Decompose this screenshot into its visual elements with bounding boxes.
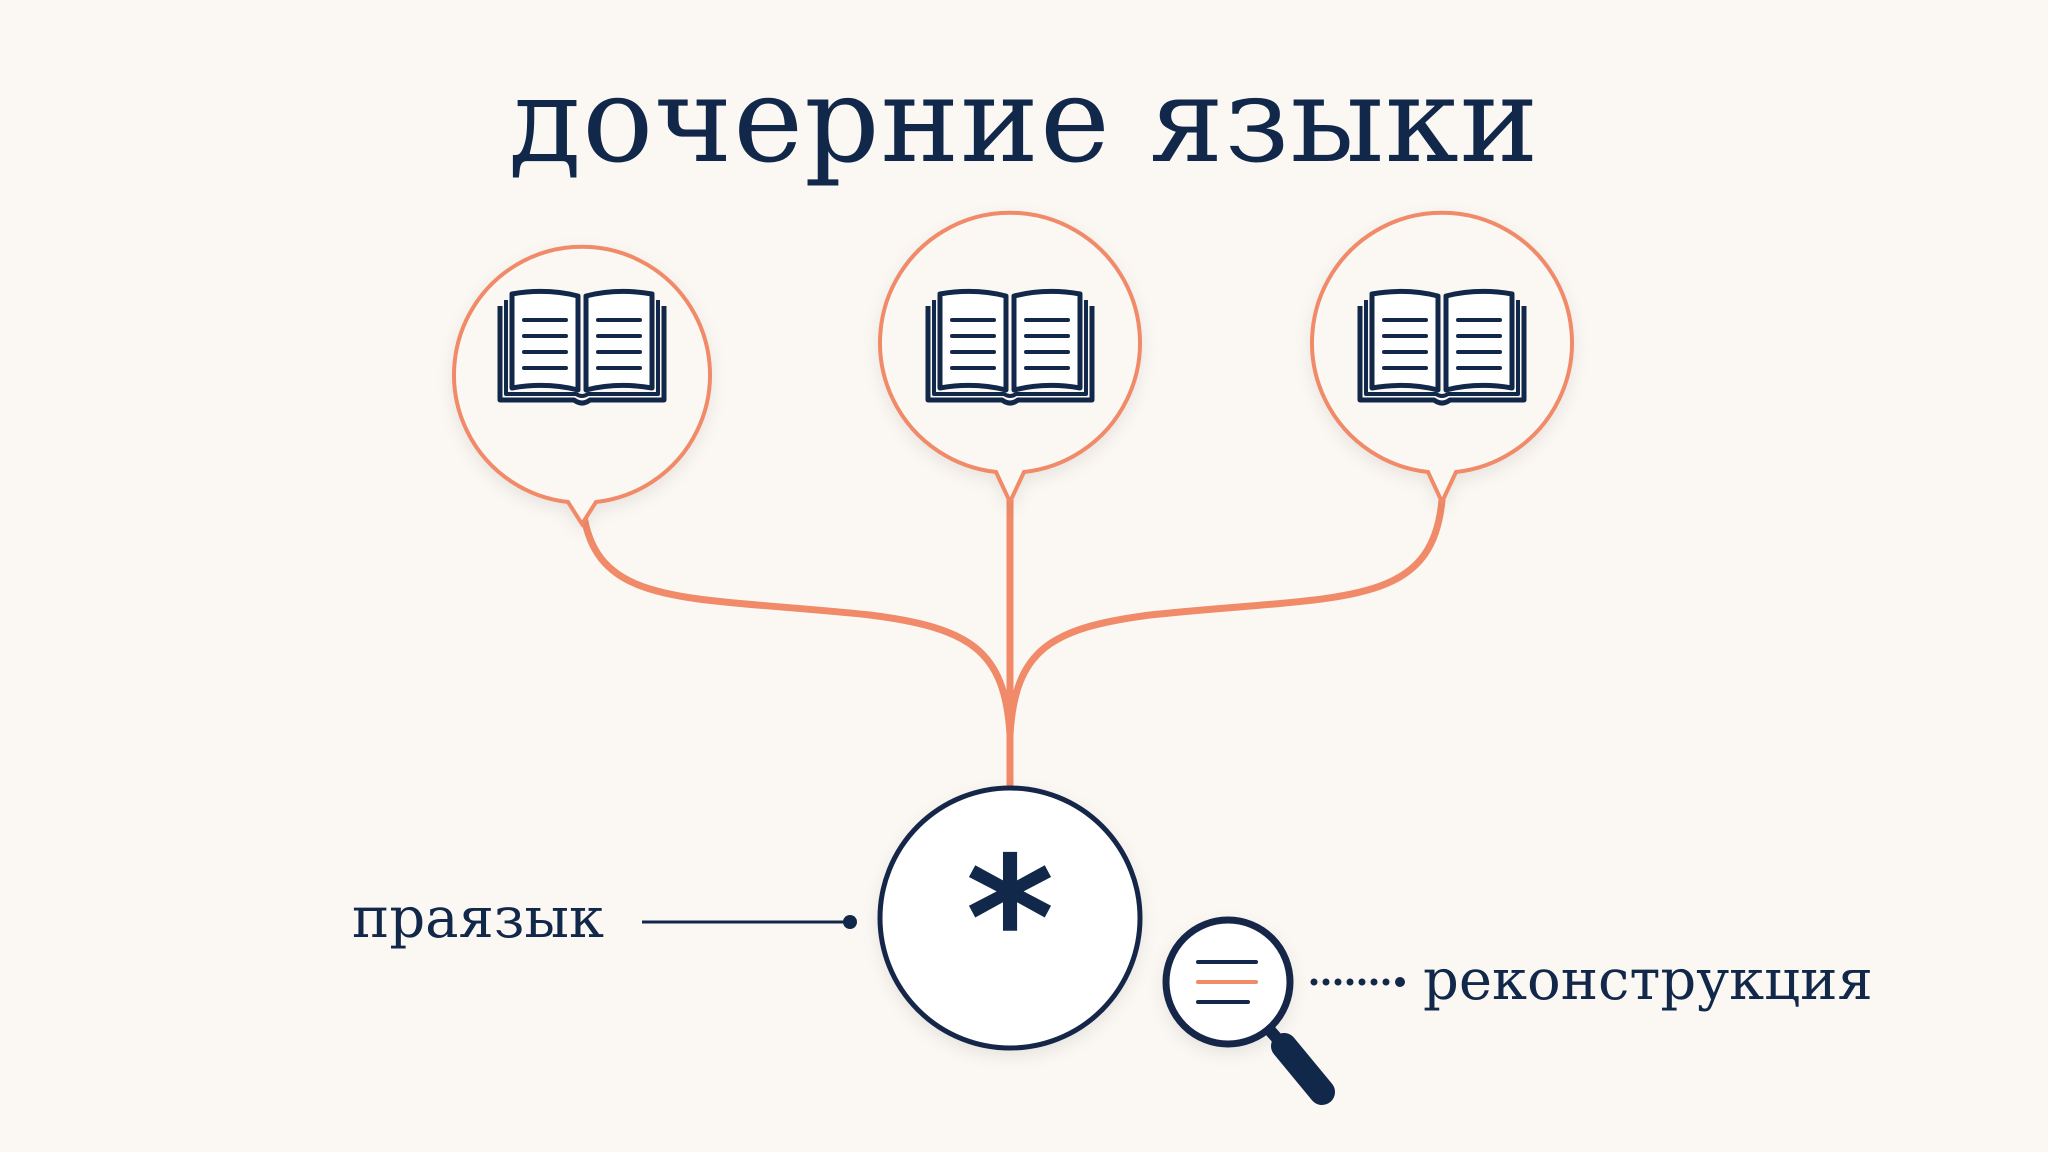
reconstruction-connector — [1310, 977, 1405, 987]
tree-branches — [578, 496, 1446, 794]
reconstruction-label: реконструкция — [1423, 948, 1873, 1013]
page-title: дочерние языки — [508, 51, 1540, 189]
proto-language-label: праязык — [352, 886, 604, 951]
daughter-language-bubble-1 — [452, 244, 712, 528]
daughter-language-bubble-2 — [878, 210, 1142, 507]
proto-language-node: * — [877, 785, 1143, 1051]
branch-left — [578, 496, 1014, 739]
proto-language-connector — [642, 915, 857, 929]
asterisk-symbol: * — [966, 821, 1055, 1019]
magnifying-glass-icon — [1162, 916, 1335, 1105]
daughter-language-bubble-3 — [1310, 210, 1574, 507]
branch-right — [1006, 496, 1446, 739]
